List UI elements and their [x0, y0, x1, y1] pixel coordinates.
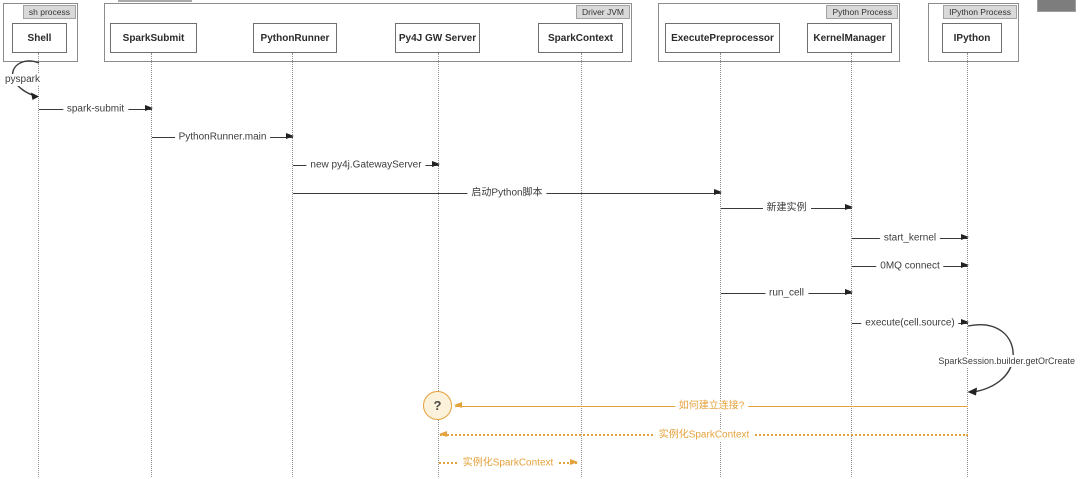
lifeline-sparkcontext [581, 53, 582, 477]
message-pythonrunner-main-label: PythonRunner.main [174, 131, 271, 144]
arrow-right-icon [845, 204, 853, 211]
question-marker: ? [423, 391, 452, 420]
message-getorcreate-label: SparkSession.builder.getOrCreate [935, 355, 1078, 367]
message-instantiate-sparkcontext-label: 实例化SparkContext [458, 457, 558, 470]
frame-driver-jvm: Driver JVM [104, 3, 632, 62]
message-instantiate-sparkcontext-return: 实例化SparkContext [439, 429, 968, 442]
participant-pythonrunner-label: PythonRunner [260, 32, 330, 44]
message-0mq-connect: 0MQ connect [852, 260, 969, 273]
arrow-left-icon [454, 402, 462, 409]
message-pythonrunner-main: PythonRunner.main [152, 131, 294, 144]
message-how-to-connect: 如何建立连接? [454, 400, 968, 413]
message-spark-submit: spark-submit [39, 103, 153, 116]
participant-pythonrunner: PythonRunner [253, 23, 337, 53]
arrow-right-icon [432, 161, 440, 168]
frame-python-process: Python Process [658, 3, 900, 62]
message-new-gatewayserver: new py4j.GatewayServer [293, 159, 440, 172]
arrow-right-icon [961, 262, 969, 269]
lifeline-shell [38, 53, 39, 477]
frame-python-process-label: Python Process [826, 5, 898, 19]
message-start-kernel-label: start_kernel [879, 232, 941, 245]
arrow-right-icon [714, 189, 722, 196]
participant-sparkcontext-label: SparkContext [547, 32, 613, 44]
lifeline-pythonrunner [292, 53, 293, 477]
arrowhead-icon [967, 387, 977, 396]
participant-executepreprocessor-label: ExecutePreprocessor [671, 32, 774, 44]
lifeline-kernelmanager [851, 53, 852, 477]
arrow-left-icon [439, 431, 447, 437]
message-execute-cell-source-label: execute(cell.source) [861, 317, 959, 330]
message-run-cell: run_cell [721, 287, 853, 300]
message-0mq-connect-label: 0MQ connect [876, 260, 944, 273]
message-new-instance: 新建实例 [721, 202, 853, 215]
message-new-instance-label: 新建实例 [762, 202, 811, 215]
participant-py4j-gw-server: Py4J GW Server [395, 23, 480, 53]
lifeline-sparksubmit [151, 53, 152, 477]
arrow-right-icon [286, 133, 294, 140]
participant-ipython-label: IPython [953, 32, 991, 44]
arrow-right-icon [961, 319, 969, 326]
cropped-ui-fragment [1037, 0, 1076, 12]
frame-sh-process: sh process [3, 3, 78, 62]
message-pyspark-label: pyspark [2, 74, 44, 86]
participant-ipython: IPython [942, 23, 1002, 53]
participant-sparkcontext: SparkContext [538, 23, 623, 53]
frame-ipython-process-label: IPython Process [943, 5, 1017, 19]
message-spark-submit-label: spark-submit [62, 103, 129, 116]
message-start-kernel: start_kernel [852, 232, 969, 245]
message-instantiate-sparkcontext-return-label: 实例化SparkContext [654, 429, 754, 442]
arrow-right-icon [961, 234, 969, 241]
participant-py4j-gw-server-label: Py4J GW Server [398, 32, 477, 44]
message-run-cell-label: run_cell [764, 287, 809, 300]
frame-ipython-process: IPython Process [928, 3, 1019, 62]
arrow-right-icon [145, 105, 153, 112]
frame-sh-process-label: sh process [22, 5, 76, 19]
message-new-gatewayserver-label: new py4j.GatewayServer [306, 159, 426, 172]
message-execute-cell-source: execute(cell.source) [852, 317, 969, 330]
message-start-python-script-label: 启动Python脚本 [467, 187, 547, 200]
lifeline-py4j-gw-server [438, 53, 439, 477]
message-instantiate-sparkcontext: 实例化SparkContext [439, 457, 578, 470]
message-start-python-script: 启动Python脚本 [293, 187, 722, 200]
participant-sparksubmit: SparkSubmit [110, 23, 197, 53]
arrow-right-icon [570, 459, 578, 465]
arrowhead-icon [31, 92, 39, 100]
participant-executepreprocessor: ExecutePreprocessor [665, 23, 780, 53]
participant-kernelmanager-label: KernelManager [813, 32, 886, 44]
cropped-ui-fragment [118, 0, 192, 2]
frame-driver-jvm-label: Driver JVM [575, 5, 630, 19]
arrow-right-icon [845, 289, 853, 296]
participant-kernelmanager: KernelManager [807, 23, 892, 53]
participant-sparksubmit-label: SparkSubmit [122, 32, 185, 44]
participant-shell-label: Shell [27, 32, 52, 44]
participant-shell: Shell [12, 23, 67, 53]
lifeline-executepreprocessor [720, 53, 721, 477]
message-how-to-connect-label: 如何建立连接? [674, 400, 749, 413]
